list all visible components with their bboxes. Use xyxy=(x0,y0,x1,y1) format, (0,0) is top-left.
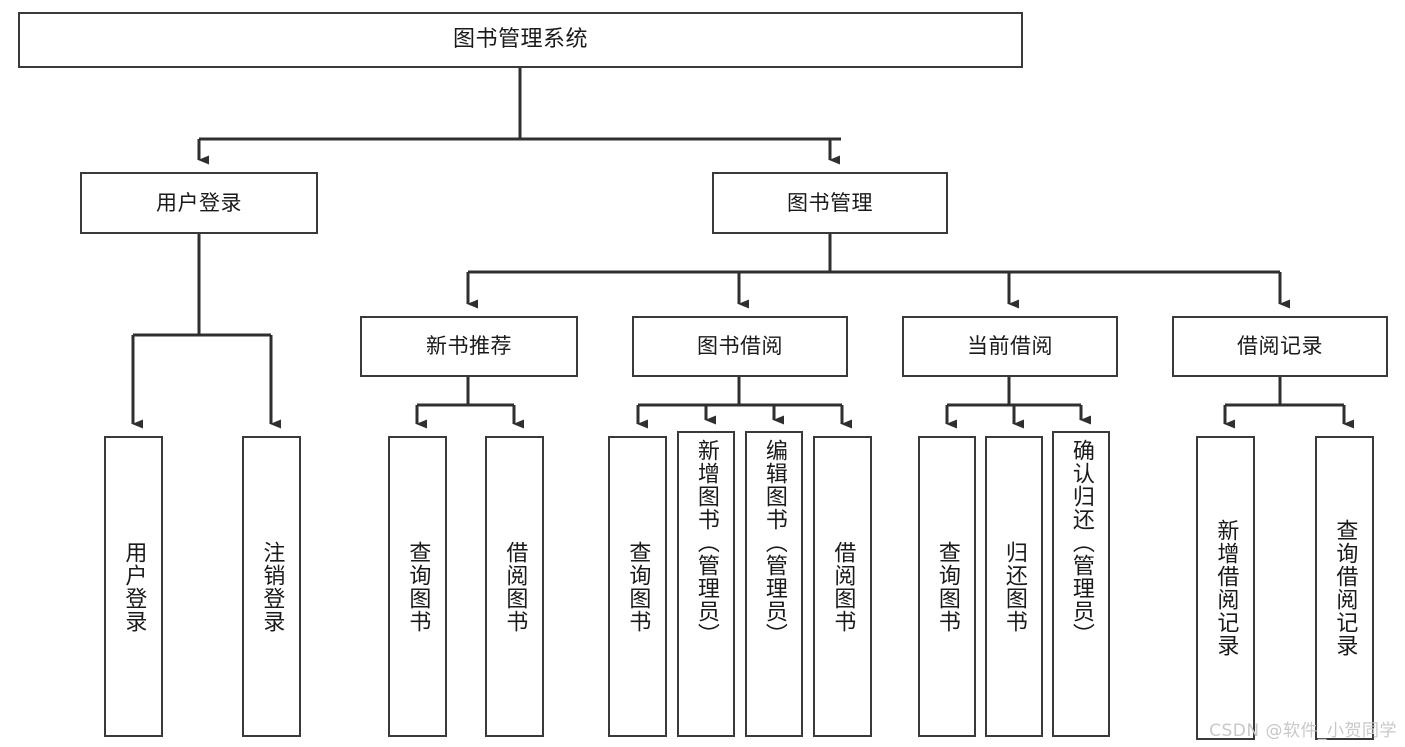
node-label: 查询图书 xyxy=(405,540,431,633)
leaf-user-login-signin[interactable]: 用户登录 xyxy=(104,436,163,737)
node-label: 图书借阅 xyxy=(697,334,783,359)
node-label: 归还图书 xyxy=(1001,540,1027,633)
node-new-book-recommendation[interactable]: 新书推荐 xyxy=(360,316,578,377)
leaf-borrow-record-add-record[interactable]: 新增借阅记录 xyxy=(1196,436,1255,740)
leaf-current-borrow-confirm-return-admin[interactable]: 确认归还（管理员） xyxy=(1052,431,1110,737)
node-label: 图书管理系统 xyxy=(452,27,588,53)
leaf-book-borrow-query-book[interactable]: 查询图书 xyxy=(608,436,667,737)
node-label: 查询图书 xyxy=(625,540,651,633)
node-label: 查询借阅记录 xyxy=(1332,519,1358,657)
node-label: 新书推荐 xyxy=(426,334,512,359)
leaf-book-borrow-edit-book-admin[interactable]: 编辑图书（管理员） xyxy=(745,431,803,737)
node-label: 借阅图书 xyxy=(830,540,856,633)
node-label: 用户登录 xyxy=(156,190,242,215)
node-book-management[interactable]: 图书管理 xyxy=(712,172,948,234)
node-borrowing-record[interactable]: 借阅记录 xyxy=(1172,316,1388,377)
node-label: 借阅图书 xyxy=(502,540,528,633)
node-label: 图书管理 xyxy=(787,190,873,215)
leaf-new-book-borrow-book[interactable]: 借阅图书 xyxy=(485,436,544,737)
leaf-current-borrow-query-book[interactable]: 查询图书 xyxy=(918,436,976,737)
leaf-new-book-query-book[interactable]: 查询图书 xyxy=(388,436,447,737)
leaf-book-borrow-add-book-admin[interactable]: 新增图书（管理员） xyxy=(677,431,735,737)
node-label: 注销登录 xyxy=(259,540,285,633)
node-label: 新增借阅记录 xyxy=(1213,519,1239,657)
node-label: 确认归还（管理员） xyxy=(1068,439,1094,646)
leaf-borrow-record-query-record[interactable]: 查询借阅记录 xyxy=(1315,436,1374,740)
leaf-book-borrow-borrow-book[interactable]: 借阅图书 xyxy=(813,436,872,737)
leaf-user-login-signout[interactable]: 注销登录 xyxy=(242,436,301,737)
node-user-login[interactable]: 用户登录 xyxy=(80,172,318,234)
csdn-watermark: CSDN @软件_小贺同学 xyxy=(1209,721,1397,741)
node-current-borrowing[interactable]: 当前借阅 xyxy=(902,316,1118,377)
node-label: 借阅记录 xyxy=(1237,334,1323,359)
node-label: 编辑图书（管理员） xyxy=(761,439,787,646)
node-label: 用户登录 xyxy=(121,540,147,633)
node-label: 当前借阅 xyxy=(967,334,1053,359)
node-book-borrowing[interactable]: 图书借阅 xyxy=(632,316,848,377)
node-label: 查询图书 xyxy=(934,540,960,633)
leaf-current-borrow-return-book[interactable]: 归还图书 xyxy=(985,436,1043,737)
node-root-book-management-system[interactable]: 图书管理系统 xyxy=(18,12,1023,68)
node-label: 新增图书（管理员） xyxy=(693,439,719,646)
